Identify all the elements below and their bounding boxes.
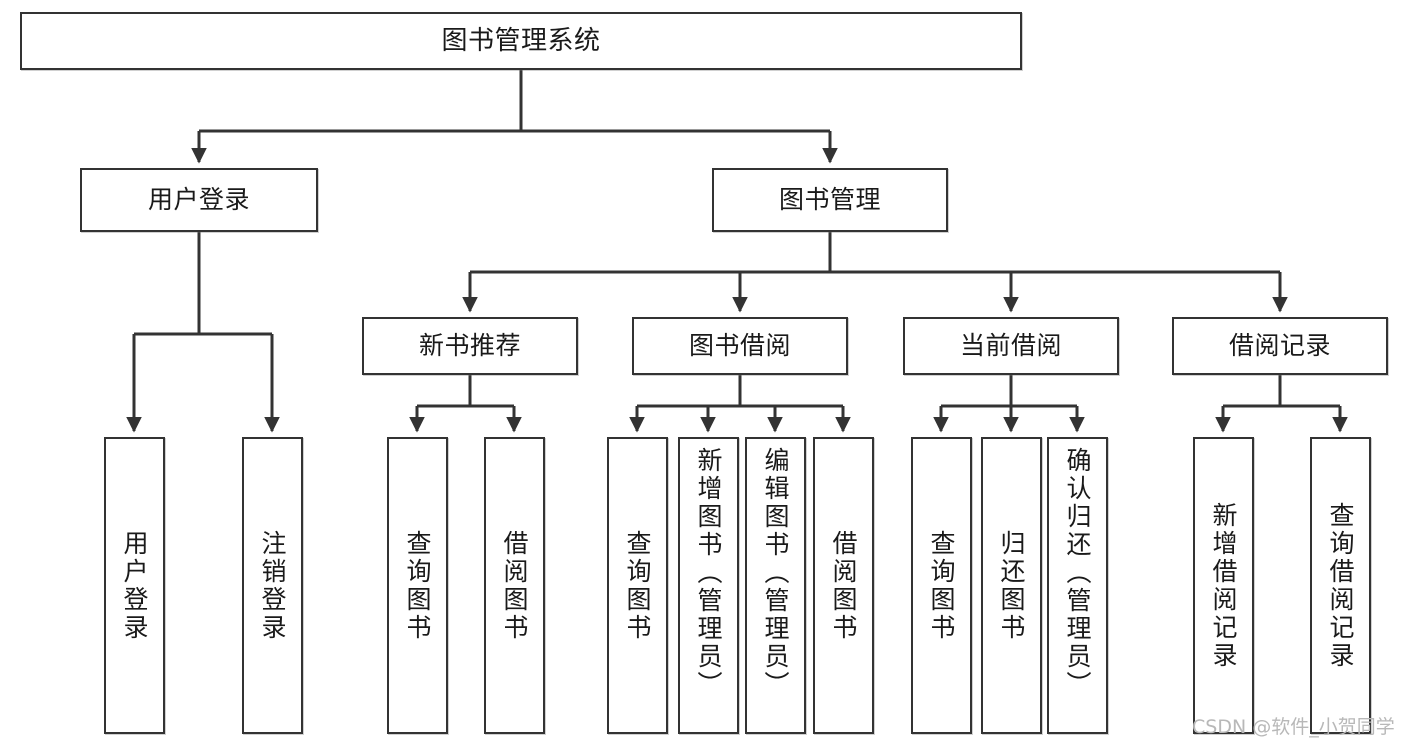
leaf-query-book-1-label: 查询图书 — [403, 529, 432, 642]
leaf-query-record-label: 查询借阅记录 — [1326, 501, 1355, 670]
leaf-query-book-3[interactable]: 查询图书 — [911, 437, 972, 734]
leaf-add-book-label: 新增图书（管理员） — [694, 447, 723, 699]
leaf-return-book[interactable]: 归还图书 — [981, 437, 1042, 734]
leaf-confirm-return[interactable]: 确认归还（管理员） — [1047, 437, 1108, 734]
leaf-edit-book[interactable]: 编辑图书（管理员） — [745, 437, 806, 734]
node-borrow-record-label: 借阅记录 — [1228, 331, 1331, 361]
leaf-logout-login[interactable]: 注销登录 — [242, 437, 303, 734]
leaf-borrow-book-1-label: 借阅图书 — [500, 529, 529, 642]
node-current-borrow[interactable]: 当前借阅 — [903, 317, 1119, 375]
leaf-query-record[interactable]: 查询借阅记录 — [1310, 437, 1371, 734]
node-book-manage[interactable]: 图书管理 — [712, 168, 948, 232]
leaf-query-book-1[interactable]: 查询图书 — [387, 437, 448, 734]
leaf-borrow-book-2-label: 借阅图书 — [829, 529, 858, 642]
node-root-label: 图书管理系统 — [441, 25, 601, 56]
leaf-borrow-book-1[interactable]: 借阅图书 — [484, 437, 545, 734]
leaf-query-book-2[interactable]: 查询图书 — [607, 437, 668, 734]
leaf-borrow-book-2[interactable]: 借阅图书 — [813, 437, 874, 734]
leaf-user-login[interactable]: 用户登录 — [104, 437, 165, 734]
node-book-borrow-label: 图书借阅 — [688, 331, 791, 361]
leaf-query-book-2-label: 查询图书 — [623, 529, 652, 642]
leaf-edit-book-label: 编辑图书（管理员） — [761, 447, 790, 699]
leaf-logout-login-label: 注销登录 — [258, 529, 287, 642]
leaf-add-record-label: 新增借阅记录 — [1209, 501, 1238, 670]
node-root-system[interactable]: 图书管理系统 — [20, 12, 1022, 70]
node-new-book-rec[interactable]: 新书推荐 — [362, 317, 578, 375]
node-borrow-record[interactable]: 借阅记录 — [1172, 317, 1388, 375]
node-book-manage-label: 图书管理 — [778, 185, 881, 215]
leaf-add-record[interactable]: 新增借阅记录 — [1193, 437, 1254, 734]
leaf-add-book[interactable]: 新增图书（管理员） — [678, 437, 739, 734]
node-current-borrow-label: 当前借阅 — [959, 331, 1062, 361]
leaf-query-book-3-label: 查询图书 — [927, 529, 956, 642]
node-book-borrow[interactable]: 图书借阅 — [632, 317, 848, 375]
leaf-return-book-label: 归还图书 — [997, 529, 1026, 642]
leaf-confirm-return-label: 确认归还（管理员） — [1063, 447, 1092, 699]
node-user-login[interactable]: 用户登录 — [80, 168, 318, 232]
node-user-login-label: 用户登录 — [147, 185, 250, 215]
node-new-book-rec-label: 新书推荐 — [418, 331, 521, 361]
leaf-user-login-label: 用户登录 — [120, 529, 149, 642]
